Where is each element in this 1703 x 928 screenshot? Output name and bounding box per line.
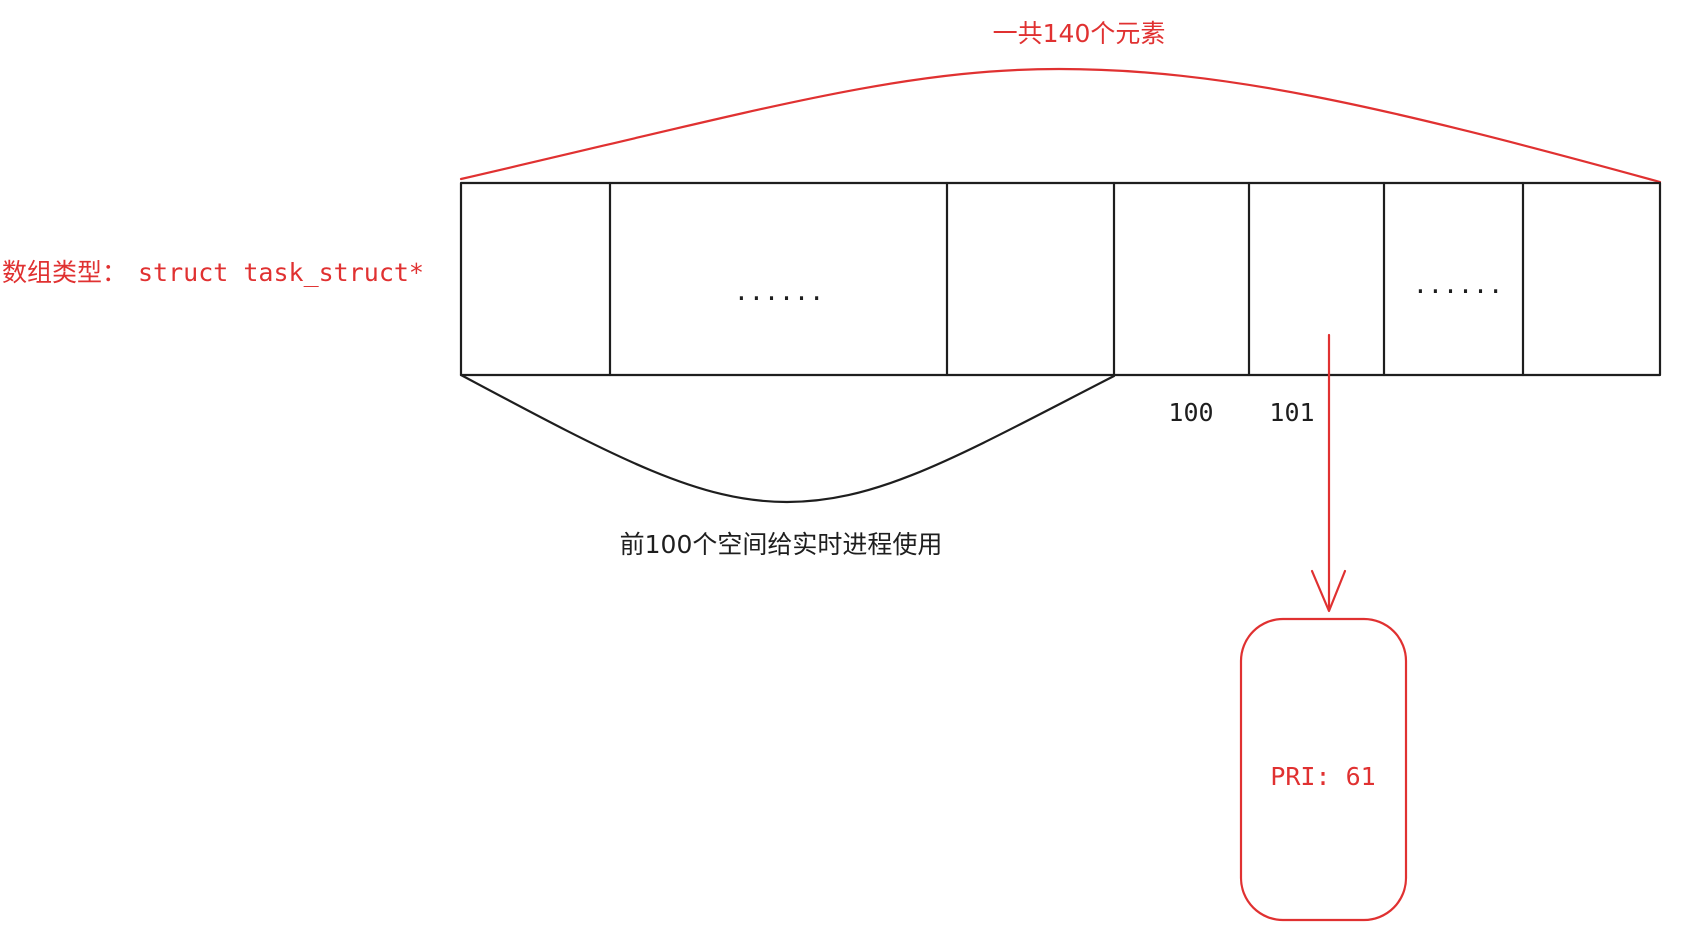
array-type-prefix: 数组类型： bbox=[2, 258, 127, 287]
task-node bbox=[1239, 617, 1408, 922]
realtime-note: 前100个空间给实时进程使用 bbox=[620, 530, 943, 559]
array-type-name: struct task_struct* bbox=[138, 258, 424, 287]
cell-ellipsis-left: ...... bbox=[734, 277, 824, 306]
index-label-101: 101 bbox=[1269, 398, 1314, 427]
cell-ellipsis-right: ...... bbox=[1413, 270, 1503, 299]
arrowhead-icon bbox=[1310, 569, 1347, 613]
realtime-span-arc bbox=[459, 373, 1116, 504]
total-elements-label: 一共140个元素 bbox=[993, 19, 1166, 48]
array-type-label: 数组类型： struct task_struct* bbox=[2, 258, 424, 287]
index-label-100: 100 bbox=[1168, 398, 1213, 427]
array-outline bbox=[459, 181, 1662, 377]
total-span-arc bbox=[459, 67, 1662, 184]
task-node-label: PRI: 61 bbox=[1270, 762, 1375, 791]
array-cell-dividers bbox=[608, 181, 1525, 377]
